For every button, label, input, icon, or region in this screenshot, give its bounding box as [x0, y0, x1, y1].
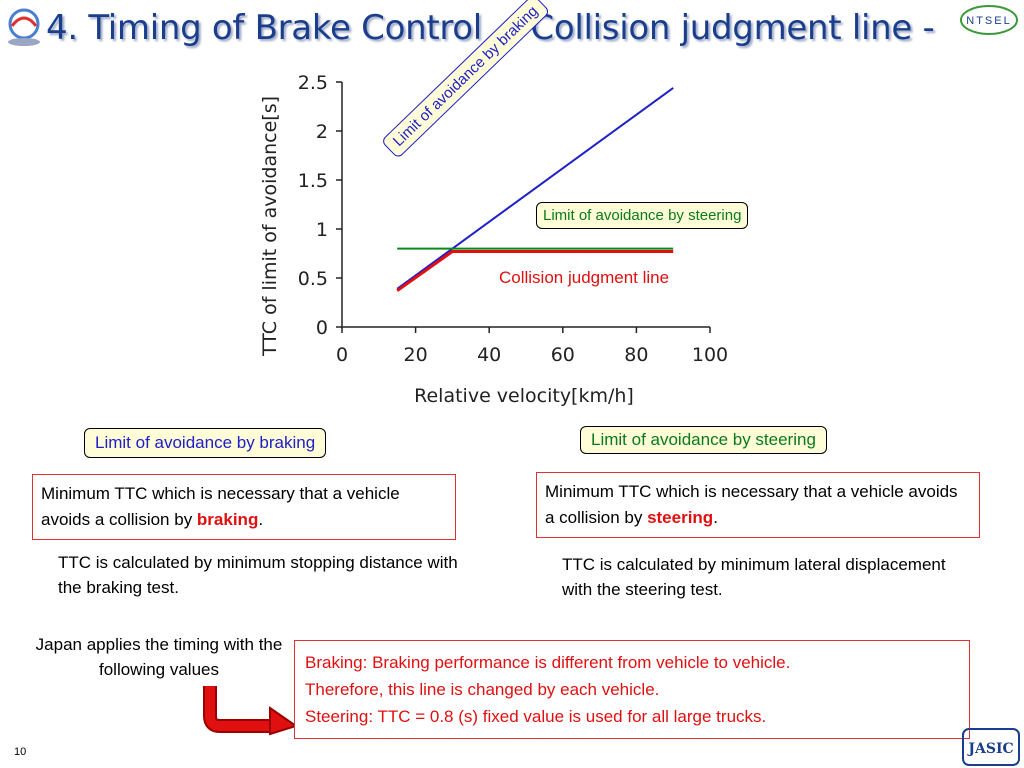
y-tick-label: 0	[316, 317, 328, 339]
x-tick-label: 80	[624, 344, 648, 366]
note-line-3: Steering: TTC = 0.8 (s) fixed value is u…	[305, 707, 767, 726]
jasic-logo-text: JASIC	[966, 741, 1013, 757]
y-tick-label: 1	[316, 219, 328, 241]
chart-series	[396, 87, 674, 292]
timing-values-note: Braking: Braking performance is differen…	[294, 640, 970, 739]
japan-timing-text: Japan applies the timing with the follow…	[35, 635, 283, 679]
page-title: 4. Timing of Brake Control - Collision ju…	[46, 8, 935, 48]
y-tick-label: 2.5	[298, 72, 328, 94]
title-main: 4. Timing of Brake Control	[46, 8, 482, 48]
braking-label-text: Limit of avoidance by braking	[95, 433, 316, 452]
title-sub: - Collision judgment line -	[507, 8, 935, 48]
page-number: 10	[14, 746, 27, 758]
x-tick-label: 100	[692, 344, 728, 366]
series-line-limit-of-avoidance-by-braking	[396, 87, 674, 290]
steering-definition-text: Minimum TTC which is necessary that a ve…	[545, 482, 958, 527]
steering-label-text: Limit of avoidance by steering	[591, 430, 816, 449]
braking-definition-end: .	[258, 510, 264, 529]
x-axis-label: Relative velocity[km/h]	[414, 385, 634, 407]
y-axis-label: TTC of limit of avoidance[s]	[259, 96, 281, 357]
y-tick-label: 0.5	[298, 268, 328, 290]
steering-definition-highlight: steering	[647, 508, 714, 527]
x-tick-label: 0	[336, 344, 348, 366]
steering-label: Limit of avoidance by steering	[580, 426, 827, 454]
braking-definition: Minimum TTC which is necessary that a ve…	[32, 474, 456, 540]
y-tick-label: 2	[316, 121, 328, 143]
ntsel-logo-icon: NTSEL	[960, 5, 1018, 35]
braking-description: TTC is calculated by minimum stopping di…	[58, 553, 458, 597]
steering-definition-end: .	[713, 508, 718, 527]
note-line-2: Therefore, this line is changed by each …	[305, 680, 660, 699]
steering-line-annotation: Limit of avoidance by steering	[536, 202, 749, 229]
x-tick-label: 40	[477, 344, 501, 366]
organization-logo-icon	[8, 8, 40, 46]
braking-label: Limit of avoidance by braking	[84, 428, 327, 458]
y-tick-label: 1.5	[298, 170, 328, 192]
x-tick-label: 20	[404, 344, 428, 366]
note-line-1: Braking: Braking performance is differen…	[305, 653, 791, 672]
right-arrow-icon	[203, 686, 298, 736]
collision-line-annotation: Collision judgment line	[499, 268, 669, 287]
braking-definition-highlight: braking	[196, 510, 259, 529]
series-line-collision-judgment-line	[396, 250, 674, 292]
steering-description: TTC is calculated by minimum lateral dis…	[562, 555, 946, 599]
x-tick-label: 60	[551, 344, 575, 366]
jasic-logo-icon: JASIC	[962, 728, 1020, 766]
braking-definition-text: Minimum TTC which is necessary that a ve…	[41, 484, 400, 529]
ttc-chart: 0 0.5 1 1.5 2 2.5 0 20 40 60 80 100 TTC of limit of…	[259, 72, 728, 407]
steering-definition: Minimum TTC which is necessary that a ve…	[536, 472, 980, 538]
steering-line-annotation-text: Limit of avoidance by steering	[543, 207, 742, 224]
ntsel-logo-text: NTSEL	[966, 15, 1011, 27]
chart-axes: 0 0.5 1 1.5 2 2.5 0 20 40 60 80 100	[298, 72, 728, 366]
